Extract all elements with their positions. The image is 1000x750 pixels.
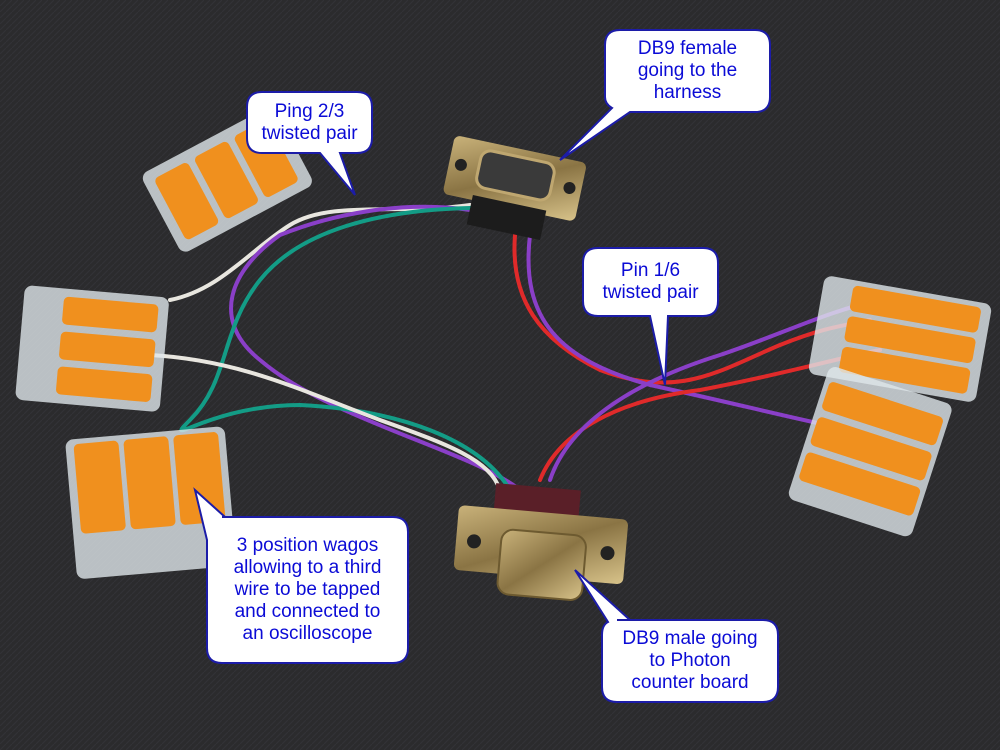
callout-pin16: Pin 1/6 twisted pair [583, 248, 718, 316]
callout-line: DB9 male going [622, 628, 758, 649]
callout-db9-female-bubble [559, 29, 771, 161]
wire-teal [179, 206, 512, 492]
callout-line: and connected to [234, 601, 381, 622]
callout-line: allowing to a third [233, 557, 382, 578]
db9-male-connector [453, 483, 628, 601]
callout-line: 3 position wagos [236, 535, 379, 556]
callout-db9-male: DB9 male going to Photon counter board [602, 620, 778, 702]
callout-wagos-bubble [193, 487, 409, 664]
callout-line: Ping 2/3 [274, 100, 345, 122]
callout-line: an oscilloscope [242, 623, 373, 644]
wago-top-right [808, 276, 992, 402]
callout-line: twisted pair [602, 282, 699, 303]
wago-mid-left [15, 285, 169, 412]
callout-line: going to the [637, 60, 738, 81]
db9-female-connector [443, 136, 586, 240]
wago-bottom-right [788, 367, 952, 537]
wire-white-bottom [148, 353, 502, 492]
callout-ping23-bubble [246, 91, 373, 196]
callout-line: Pin 1/6 [620, 260, 681, 281]
wire-purple-right [526, 233, 852, 432]
wire-purple-top [229, 204, 522, 492]
callout-db9-male-bubble [574, 569, 779, 703]
callout-pin16-bubble [582, 247, 719, 386]
callout-line: twisted pair [261, 122, 358, 144]
callout-line: to Photon [649, 650, 731, 671]
callout-line: wire to be tapped [234, 579, 381, 600]
wago-bottom-left [65, 426, 236, 579]
callout-line: counter board [631, 672, 749, 693]
callout-ping23: Ping 2/3 twisted pair [247, 92, 372, 153]
callout-line: DB9 female [637, 38, 738, 59]
callout-db9-female: DB9 female going to the harness [605, 30, 770, 112]
callout-wagos: 3 position wagos allowing to a third wir… [207, 517, 408, 663]
callout-line: harness [653, 82, 722, 103]
